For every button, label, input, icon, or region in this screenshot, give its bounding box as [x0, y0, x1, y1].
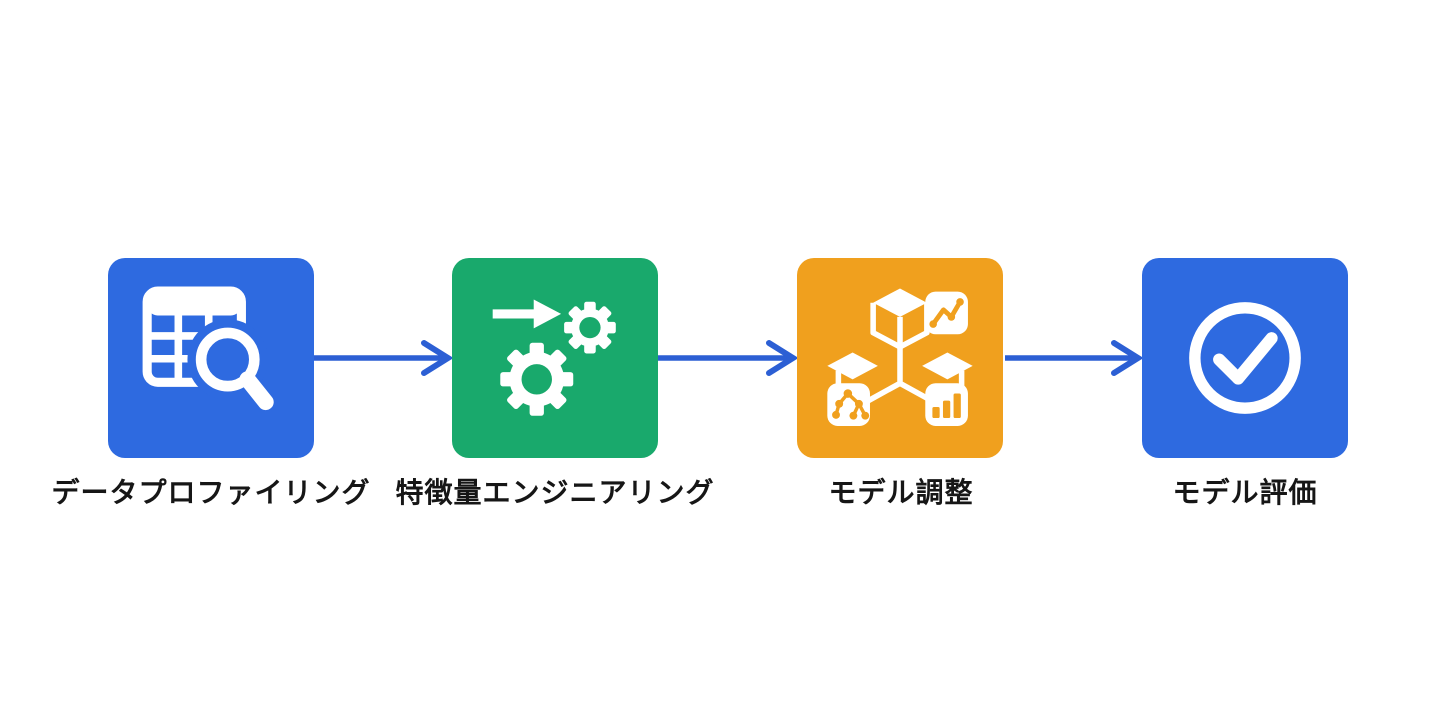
mini-bar-chart-icon: [925, 383, 968, 426]
mini-line-chart-icon: [925, 291, 968, 335]
step-1-card: [108, 258, 314, 458]
process-gears-icon: [492, 299, 616, 416]
arrow-3: [1005, 340, 1142, 376]
step-1-label: データプロファイリング: [51, 477, 371, 508]
check-circle-icon: [1189, 302, 1301, 414]
arrow-2: [658, 340, 797, 376]
step-4-card: [1142, 258, 1348, 458]
arrow-1: [314, 340, 452, 376]
step-4-label: モデル評価: [1172, 477, 1318, 508]
table-search-icon: [142, 286, 274, 411]
mini-tree-icon: [827, 383, 870, 426]
step-3-label: モデル調整: [828, 477, 974, 508]
model-blocks-icon: [827, 288, 973, 426]
step-2-label: 特徴量エンジニアリング: [395, 477, 715, 508]
step-3-card: [797, 258, 1003, 458]
step-2-card: [452, 258, 658, 458]
small-gear: [564, 301, 616, 354]
large-gear: [500, 342, 574, 416]
